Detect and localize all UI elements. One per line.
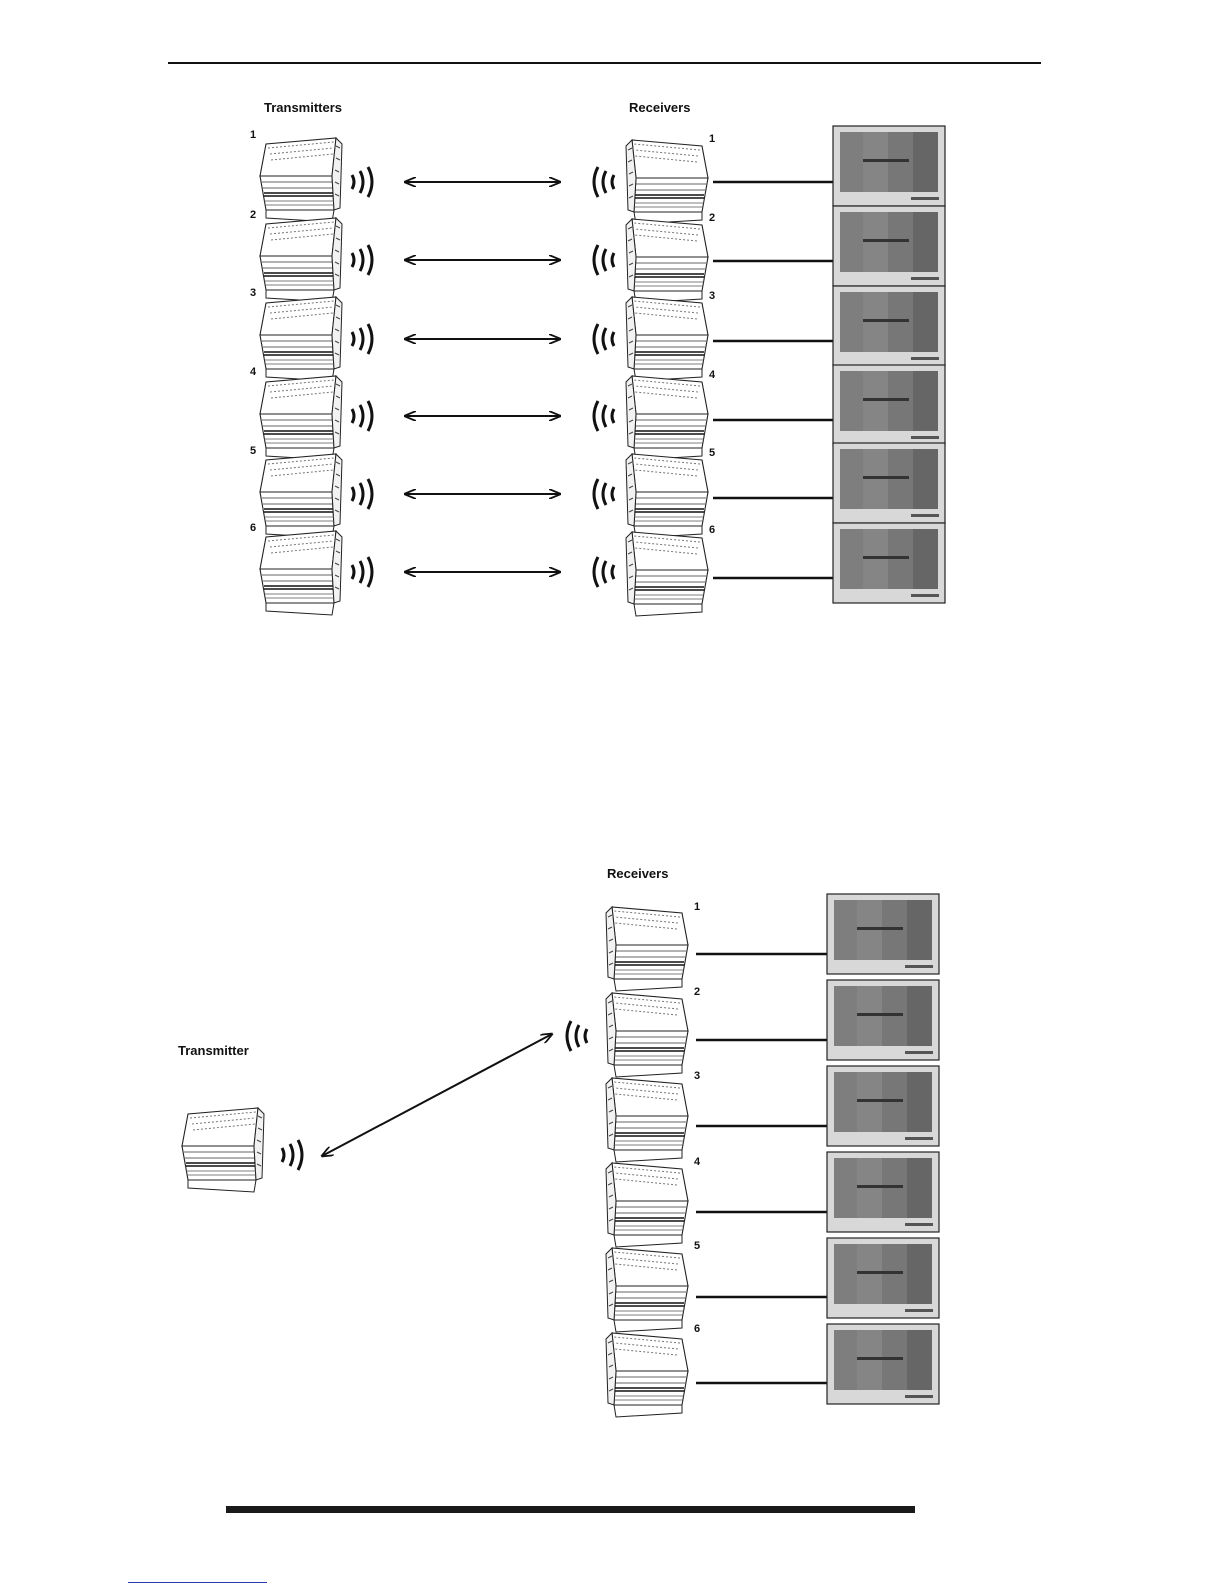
monitor-icon: [827, 1238, 939, 1318]
receiver-device-icon: [606, 907, 688, 991]
diagram-b: [182, 894, 939, 1417]
wireless-signal-icon: [352, 245, 372, 275]
receiver-device-icon: [626, 454, 708, 538]
footer-link-underline: [128, 1582, 267, 1583]
transmitter-device-icon: [260, 297, 342, 381]
monitor-icon: [827, 980, 939, 1060]
monitor-icon: [827, 1152, 939, 1232]
wireless-signal-icon: [352, 557, 372, 587]
wireless-signal-icon: [594, 557, 614, 587]
monitor-icon: [827, 1324, 939, 1404]
receiver-device-icon: [626, 140, 708, 224]
wireless-signal-icon: [567, 1021, 587, 1051]
wireless-signal-icon: [594, 324, 614, 354]
monitor-icon: [833, 523, 945, 603]
transmitter-device-icon: [260, 138, 342, 222]
receiver-device-icon: [606, 1163, 688, 1247]
monitor-icon: [827, 894, 939, 974]
receiver-device-icon: [626, 297, 708, 381]
receiver-device-icon: [606, 1333, 688, 1417]
monitor-icon: [833, 286, 945, 366]
wireless-signal-icon: [352, 401, 372, 431]
monitor-icon: [827, 1066, 939, 1146]
monitor-icon: [833, 126, 945, 206]
wireless-signal-icon: [594, 479, 614, 509]
receiver-device-icon: [626, 376, 708, 460]
wireless-signal-icon: [594, 167, 614, 197]
wireless-signal-icon: [594, 401, 614, 431]
transmitter-device-icon: [260, 454, 342, 538]
receiver-device-icon: [626, 219, 708, 303]
bottom-rule: [226, 1506, 915, 1513]
transmitter-device-icon: [182, 1108, 264, 1192]
monitor-icon: [833, 443, 945, 523]
receiver-device-icon: [606, 993, 688, 1077]
diagram-a: [260, 126, 945, 616]
transmitter-device-icon: [260, 376, 342, 460]
bidirectional-arrow-icon: [322, 1034, 552, 1156]
monitor-icon: [833, 206, 945, 286]
transmitter-device-icon: [260, 218, 342, 302]
receiver-device-icon: [626, 532, 708, 616]
receiver-device-icon: [606, 1078, 688, 1162]
wireless-signal-icon: [594, 245, 614, 275]
wireless-signal-icon: [352, 479, 372, 509]
wireless-signal-icon: [352, 324, 372, 354]
wireless-signal-icon: [282, 1140, 302, 1170]
transmitter-device-icon: [260, 531, 342, 615]
monitor-icon: [833, 365, 945, 445]
receiver-device-icon: [606, 1248, 688, 1332]
wireless-signal-icon: [352, 167, 372, 197]
